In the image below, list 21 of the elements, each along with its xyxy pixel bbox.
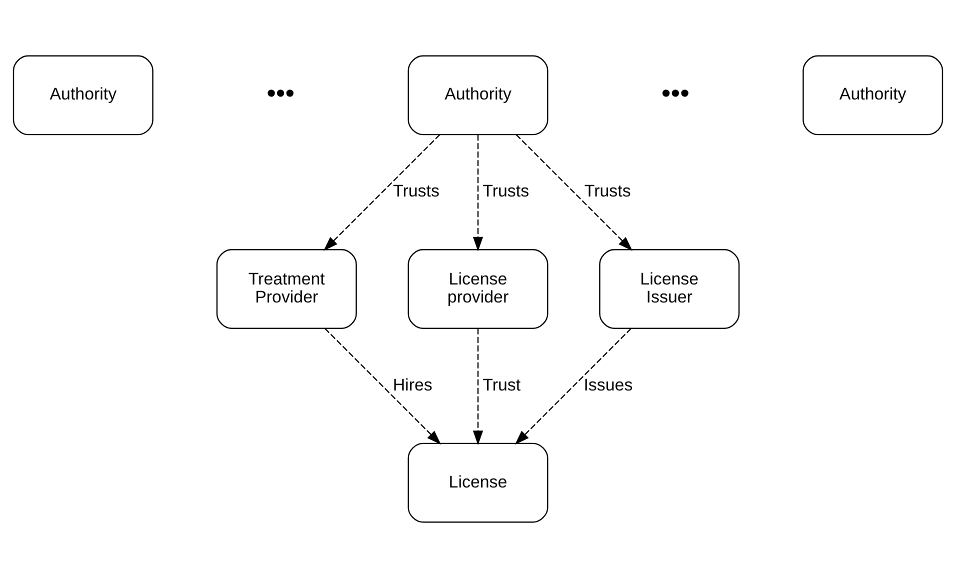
arrow — [472, 134, 484, 251]
arrow — [324, 134, 440, 250]
node-box: License provider — [408, 248, 548, 328]
edge-label: Trust — [482, 374, 521, 394]
node-box: Treatment Provider — [216, 248, 357, 328]
node-box: Authority — [408, 54, 548, 135]
arrow — [514, 328, 632, 444]
arrow — [324, 328, 442, 444]
arrow — [472, 328, 484, 445]
arrow — [516, 134, 632, 250]
edge-label: Trusts — [584, 181, 631, 200]
node-box: License Issuer — [599, 248, 740, 328]
edge-label: Trusts — [393, 181, 440, 200]
edge-label: Issues — [584, 374, 633, 394]
edge-label: Trusts — [482, 181, 530, 200]
label: ••• — [661, 77, 690, 108]
label: ••• — [266, 77, 295, 108]
node-box: Authority — [12, 54, 154, 135]
edge-label: Hires — [392, 374, 432, 394]
node-box: Authority — [802, 54, 944, 135]
node-box: License — [408, 442, 548, 522]
